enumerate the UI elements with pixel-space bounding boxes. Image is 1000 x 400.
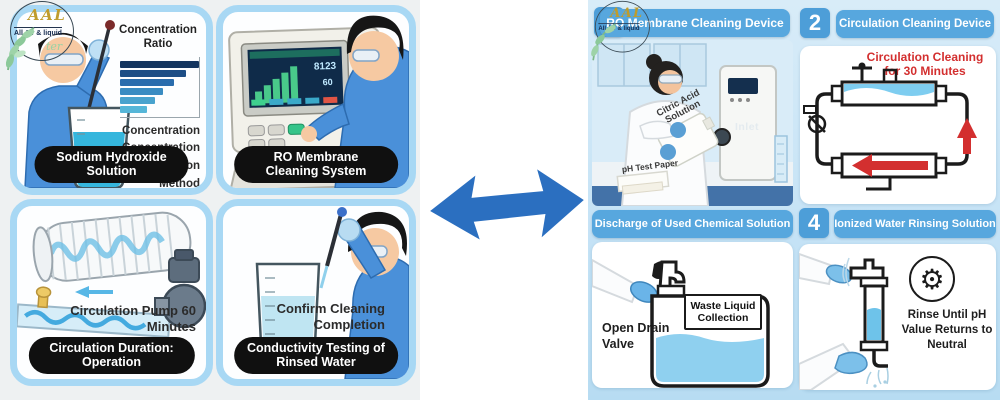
logo-accent-text: ter (46, 40, 63, 53)
aal-logo-watermark: AAL All Air & liquid (588, 0, 665, 61)
lab-scene-illustration (592, 40, 793, 206)
note-circulation-30min: Circulation Cleaning for 30 Minutes (866, 50, 984, 79)
circulation-loop-diagram (803, 62, 977, 191)
step-2-number: 2 (800, 8, 830, 38)
concentration-bar (120, 105, 147, 113)
laurel-leaf-icon (5, 27, 35, 71)
aal-logo: AAL All Air & liquid ter (2, 0, 92, 71)
inlet-label: Inlet (734, 121, 760, 133)
chart-label: Method (159, 178, 200, 191)
note-circulation-pump: Circulation Pump 60 Minutes (70, 302, 196, 334)
note-confirm-cleaning: Confirm Cleaning Completion (276, 300, 385, 332)
logo-brand: AAL (610, 5, 644, 21)
concentration-bar (120, 60, 199, 68)
chart-label: Concentration (122, 124, 200, 137)
step-1-scene: Citric Acid Solution Inlet pH Test Paper (592, 40, 793, 206)
quadrant-sodium-hydroxide: Concentration Ratio Concentration Concen… (10, 5, 213, 195)
concentration-bar (120, 69, 187, 77)
membrane-pump-illustration (17, 211, 206, 358)
label-sodium-hydroxide: Sodium Hydroxide Solution (34, 145, 189, 183)
step-2-title: Circulation Cleaning Device (836, 10, 994, 38)
note-rinse-ph: Rinse Until pH Value Returns to Neutral (901, 309, 993, 351)
chart-title: Concentration Ratio (119, 24, 197, 50)
logo-subtitle: All Air & liquid (14, 27, 62, 37)
quadrant-ro-system: 8123 60 (216, 5, 416, 195)
step-3-content: Waste Liquid Collection Open Drain Valve (592, 242, 793, 388)
concentration-bar (120, 87, 163, 95)
label-circulation-duration: Circulation Duration: Operation (28, 336, 195, 374)
logo-subtitle: All Air & liquid (598, 23, 640, 31)
svg-text:60: 60 (322, 77, 332, 87)
step-4-number: 4 (799, 208, 829, 238)
concentration-bars (120, 56, 200, 118)
logo-brand: AAL (28, 6, 67, 24)
step-4-title: Ionized Water Rinsing Solution (834, 210, 996, 238)
step-3-title: Discharge of Used Chemical Solution (592, 210, 793, 238)
logo-circle (594, 0, 650, 53)
step-2-content: Circulation Cleaning for 30 Minutes (800, 46, 996, 204)
filter-rinse-illustration (799, 252, 889, 390)
label-ro-system: RO Membrane Cleaning System (234, 145, 398, 183)
logo-circle (10, 1, 74, 61)
label-conductivity-testing: Conductivity Testing of Rinsed Water (234, 336, 398, 374)
concentration-bar (120, 96, 155, 104)
gear-icon: ⚙ (909, 256, 955, 302)
quadrant-circulation: Circulation Pump 60 Minutes Circulation … (10, 199, 213, 386)
waste-liquid-label: Waste Liquid Collection (684, 294, 762, 330)
step-4-content: ⚙ Rinse Until pH Value Returns to Neutra… (799, 244, 996, 390)
laurel-leaf-icon (591, 23, 616, 61)
concentration-bar (120, 78, 174, 86)
svg-text:8123: 8123 (314, 61, 337, 73)
note-open-drain-valve: Open Drain Valve (602, 321, 670, 352)
quadrant-conductivity: Confirm Cleaning Completion Conductivity… (216, 199, 416, 386)
double-arrow-icon (430, 169, 584, 240)
